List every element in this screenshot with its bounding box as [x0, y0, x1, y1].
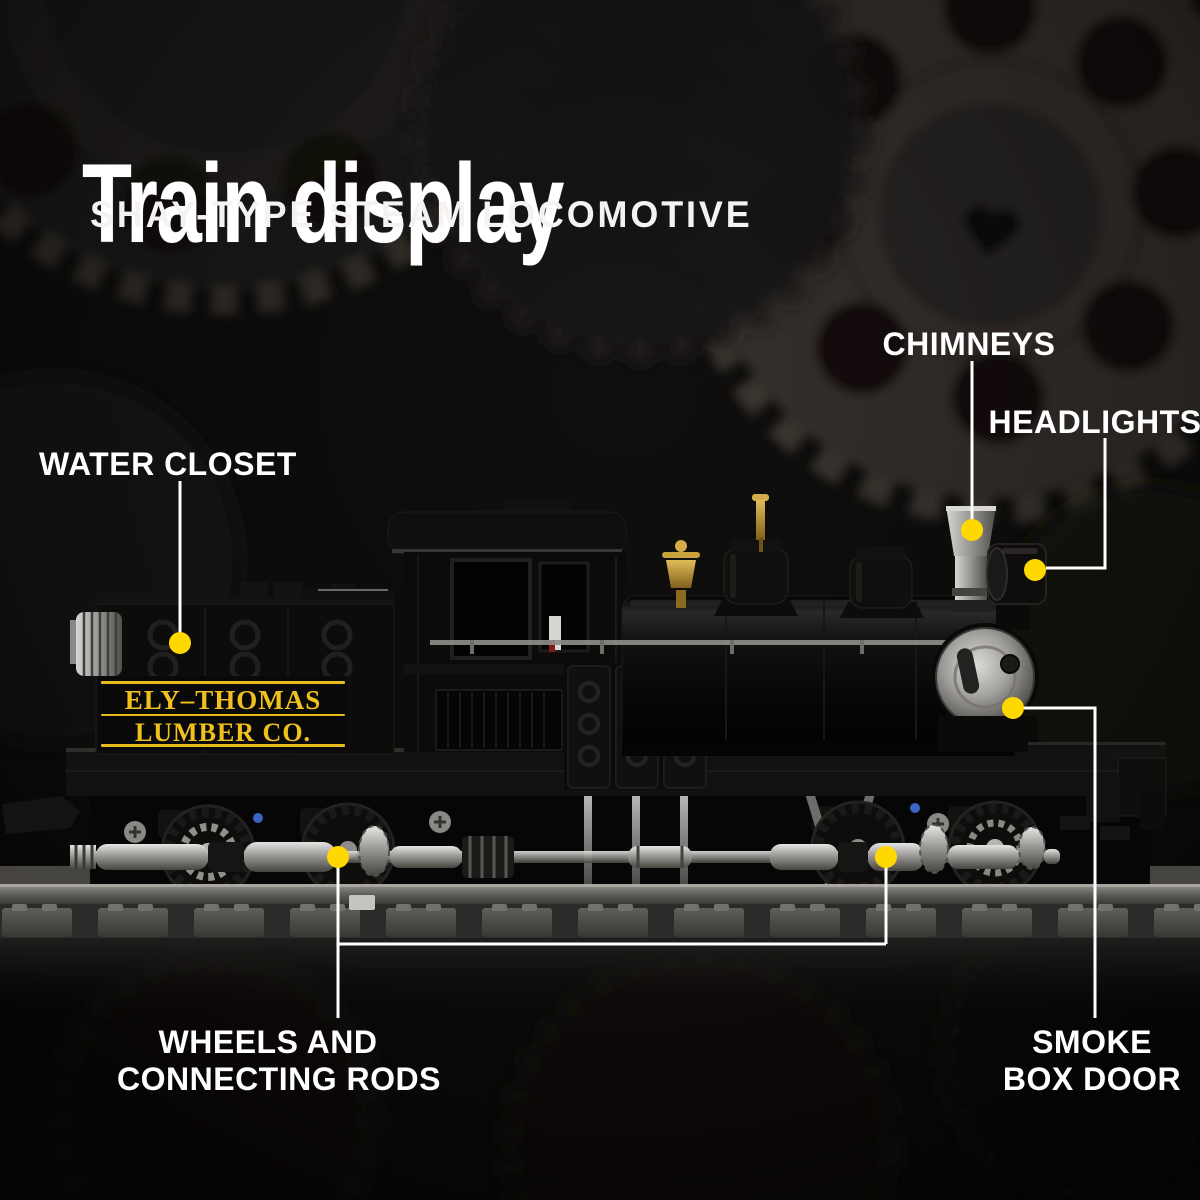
headlights-dot	[1024, 559, 1046, 581]
light-brick-detail	[349, 895, 375, 910]
wheels-label: WHEELS AND CONNECTING RODS	[117, 1024, 441, 1098]
handrail	[430, 640, 986, 645]
front-pilot	[1028, 742, 1167, 840]
train-track-near	[0, 884, 1200, 1016]
cab-window-small	[538, 561, 590, 653]
callout-lines	[178, 361, 1107, 1018]
smoke-box-line	[1023, 706, 1097, 1018]
water-closet-dot	[169, 632, 191, 654]
headlights-line	[1046, 438, 1107, 570]
steam-dome	[714, 538, 798, 616]
rear-coupler	[2, 796, 80, 834]
plate-rule	[101, 714, 345, 716]
wheels-dot-left	[327, 846, 349, 868]
smoke-box	[931, 623, 1039, 752]
wheels-dot-right	[875, 846, 897, 868]
whistle-icon	[752, 494, 769, 552]
plate-rule	[101, 681, 345, 684]
page-subtitle: SHAY-TYPE STEAM LOCOMOTIVE	[90, 194, 753, 235]
headlights-label: HEADLIGHTS	[988, 404, 1200, 440]
headlight	[986, 543, 1047, 630]
tank-end-cap	[70, 612, 122, 676]
screw-detail	[124, 803, 949, 843]
wheels-label-line2: CONNECTING RODS	[117, 1061, 441, 1097]
wheels-label-line1: WHEELS AND	[158, 1024, 378, 1060]
smoke-box-dot	[1002, 697, 1024, 719]
page-title: Train display	[82, 141, 564, 267]
smoke-box-label-line2: BOX DOOR	[1002, 1061, 1182, 1097]
wheels-line	[336, 866, 888, 1018]
boiler	[430, 494, 1015, 757]
tank-top-studs	[152, 580, 356, 598]
water-closet-label: WATER CLOSET	[39, 446, 297, 482]
plate-rule	[101, 744, 345, 747]
cab-grille	[435, 689, 563, 751]
chimneys-dot	[961, 519, 983, 541]
chimneys-label: CHIMNEYS	[882, 326, 1056, 362]
bell-icon	[662, 540, 700, 608]
callout-dots	[169, 519, 1046, 868]
smoke-box-label: SMOKE BOX DOOR	[967, 1024, 1200, 1098]
plate-text-line1: ELY–THOMAS	[124, 685, 322, 715]
name-plate: ELY–THOMAS LUMBER CO.	[98, 676, 348, 750]
plate-text-line2: LUMBER CO.	[134, 718, 312, 747]
steam-dome	[840, 546, 924, 618]
smoke-box-label-line1: SMOKE	[1032, 1024, 1152, 1060]
